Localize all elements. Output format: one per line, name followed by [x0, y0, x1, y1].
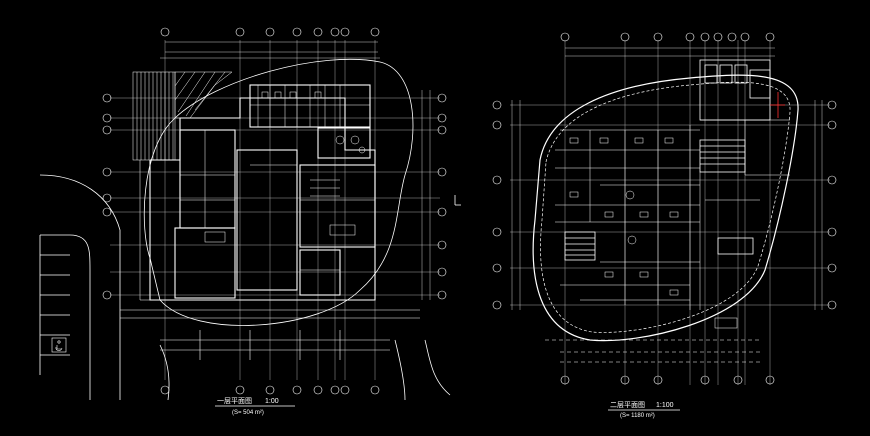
second-floor-plan: [492, 32, 837, 411]
left-plan-scale: 1:00: [265, 398, 279, 405]
left-partitions: [139, 85, 375, 301]
blob-inner-wall: [540, 81, 791, 333]
left-plan-area: (S= 504 m²): [232, 410, 264, 416]
left-dimension-top: [160, 41, 380, 59]
red-marker: [770, 92, 785, 118]
right-plan-area: (S= 1180 m²): [620, 413, 655, 419]
right-plan-scale: 1:100: [656, 402, 674, 409]
right-plan-title: 二层平面图: [610, 401, 645, 409]
right-left-dimension: [511, 100, 521, 310]
left-site-lines: [120, 309, 420, 360]
right-axis-bubbles-bottom: [560, 375, 775, 385]
left-plan-title: 一层平面图: [217, 397, 252, 405]
ground-floor-plan: [39, 27, 461, 407]
right-partitions: [555, 119, 790, 310]
left-envelope-curve: [143, 59, 414, 326]
accessible-parking-icon: [51, 337, 67, 353]
right-right-dimension: [814, 100, 823, 310]
right-bottom-dashed: [545, 339, 760, 363]
left-right-dimension: [421, 90, 431, 300]
left-parking-road: [39, 174, 451, 401]
right-axis-bubbles-top: [560, 32, 775, 42]
left-fixtures: [204, 91, 366, 243]
hatched-roof: [132, 71, 233, 161]
right-axis-bubbles-right: [827, 100, 837, 310]
left-axis-bubbles-right: [437, 93, 447, 300]
left-axis-bubbles-left: [102, 93, 112, 300]
right-dimension-top: [565, 47, 775, 57]
left-axis-bubbles-top: [160, 27, 380, 37]
right-axis-bubbles-left: [492, 100, 502, 310]
left-axis-bubbles-bottom: [160, 385, 380, 395]
blob-outer-wall: [532, 74, 799, 342]
right-fixtures: [569, 137, 738, 329]
